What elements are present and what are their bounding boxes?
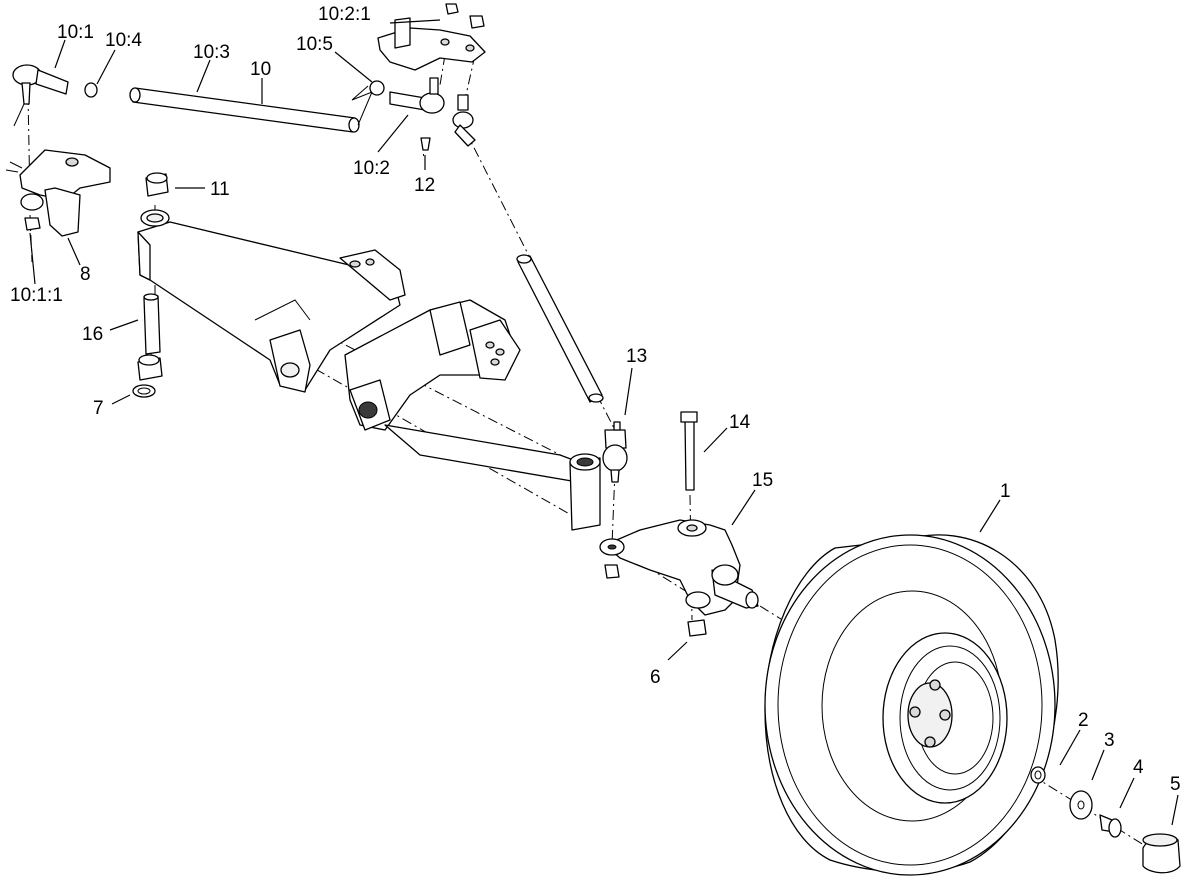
lower-tie-rod <box>516 254 604 403</box>
callout-5: 5 <box>1170 774 1181 795</box>
callout-labels: 10:1 10:4 10:3 10 10:5 10:2:1 10:2 12 11… <box>10 4 1181 795</box>
callout-2: 2 <box>1078 710 1089 731</box>
jam-nut-right <box>369 80 385 96</box>
callout-10-4: 10:4 <box>105 30 142 51</box>
callout-10-1: 10:1 <box>57 22 94 43</box>
callout-3: 3 <box>1104 730 1115 751</box>
left-steering-bracket <box>5 149 111 237</box>
callout-10: 10 <box>250 59 271 80</box>
nut-b <box>469 15 485 29</box>
callout-12: 12 <box>414 175 435 196</box>
callout-1: 1 <box>1000 481 1011 502</box>
break-symbol <box>351 85 373 126</box>
left-pivot-parts <box>132 172 169 398</box>
steering-arm-upper <box>377 3 486 147</box>
callout-10-2-1: 10:2:1 <box>318 4 371 25</box>
callout-10-5: 10:5 <box>296 34 333 55</box>
callout-8: 8 <box>80 264 91 285</box>
grease-fitting-12 <box>420 137 431 151</box>
callout-16: 16 <box>82 324 103 345</box>
callout-7: 7 <box>93 398 104 419</box>
callout-10-1-1: 10:1:1 <box>10 285 63 306</box>
callout-14: 14 <box>729 412 751 433</box>
callout-10-2: 10:2 <box>353 158 390 179</box>
tie-rod-assembly <box>12 64 445 133</box>
callout-13: 13 <box>626 346 647 367</box>
nut-6 <box>687 619 707 637</box>
callout-6: 6 <box>650 667 661 688</box>
tie-rod-tube <box>129 87 360 133</box>
callout-11: 11 <box>210 179 230 200</box>
ball-joint-13 <box>602 421 628 483</box>
callout-4: 4 <box>1133 757 1144 778</box>
jam-nut-left <box>84 82 98 98</box>
right-a-arm <box>344 299 601 531</box>
leader-lines <box>29 19 1179 826</box>
hub-hardware <box>1030 766 1181 874</box>
spindle-bolt-14 <box>680 411 698 491</box>
callout-10-3: 10:3 <box>193 42 230 63</box>
callout-15: 15 <box>752 470 773 491</box>
spindle-15 <box>599 519 759 616</box>
ball-joint-right <box>389 77 445 114</box>
nut-10-1-1 <box>24 217 41 231</box>
ball-joint-left <box>12 64 69 127</box>
wheel-and-tire <box>764 534 1059 876</box>
left-a-arm <box>137 209 406 393</box>
nut-a <box>445 3 459 15</box>
